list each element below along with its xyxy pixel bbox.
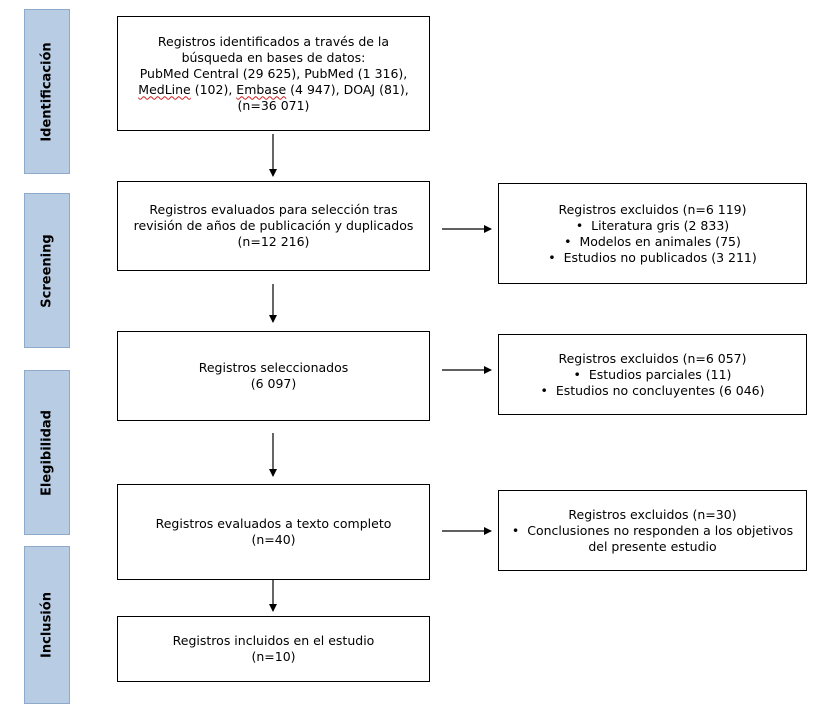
selected-title: Registros seleccionados bbox=[198, 360, 349, 375]
identification-line4: MedLine (102), Embase (4 947), DOAJ (81)… bbox=[118, 82, 429, 98]
excluded-box-3: Registros excluidos (n=30) Conclusiones … bbox=[498, 490, 807, 571]
identification-total: (n=36 071) bbox=[237, 97, 310, 113]
embase-text: Embase bbox=[236, 81, 287, 97]
embase-count: (4 947), DOAJ (81), bbox=[286, 81, 409, 97]
screening-count: (n=12 216) bbox=[237, 234, 310, 249]
phase-inclusion: Inclusión bbox=[24, 546, 70, 704]
screening-line2: revisión de años de publicación y duplic… bbox=[133, 218, 414, 233]
excluded-3-item-line2: del presente estudio bbox=[588, 538, 717, 554]
excluded-1-item-2: Modelos en animales (75) bbox=[499, 234, 806, 250]
excluded-3-title: Registros excluidos (n=30) bbox=[568, 506, 737, 522]
screening-line1: Registros evaluados para selección tras bbox=[149, 202, 398, 217]
excluded-box-1: Registros excluidos (n=6 119) Literatura… bbox=[498, 183, 807, 284]
included-count: (n=10) bbox=[251, 649, 296, 664]
phase-identificacion: Identificación bbox=[24, 9, 70, 174]
excluded-2-title: Registros excluidos (n=6 057) bbox=[558, 350, 747, 366]
excluded-1-item-1: Literatura gris (2 833) bbox=[499, 218, 806, 234]
identification-box: Registros identificados a través de la b… bbox=[117, 16, 430, 131]
identification-line1: Registros identificados a través de la bbox=[157, 33, 390, 49]
included-box: Registros incluidos en el estudio (n=10) bbox=[117, 616, 430, 682]
included-title: Registros incluidos en el estudio bbox=[172, 633, 375, 648]
fulltext-count: (n=40) bbox=[251, 532, 296, 547]
medline-count: (102), bbox=[190, 81, 237, 97]
selected-count: (6 097) bbox=[250, 376, 297, 391]
excluded-3-item-line1: Conclusiones no responden a los objetivo… bbox=[499, 523, 806, 539]
fulltext-box: Registros evaluados a texto completo (n=… bbox=[117, 484, 430, 580]
phase-screening: Screening bbox=[24, 193, 70, 348]
identification-line2: búsqueda en bases de datos: bbox=[181, 49, 366, 65]
selected-box: Registros seleccionados (6 097) bbox=[117, 331, 430, 421]
excluded-1-title: Registros excluidos (n=6 119) bbox=[558, 201, 747, 217]
identification-line3: PubMed Central (29 625), PubMed (1 316), bbox=[139, 65, 408, 81]
phase-elegibilidad: Elegibilidad bbox=[24, 370, 70, 535]
excluded-2-item-2: Estudios no concluyentes (6 046) bbox=[499, 383, 806, 399]
excluded-2-item-1: Estudios parciales (11) bbox=[499, 367, 806, 383]
excluded-box-2: Registros excluidos (n=6 057) Estudios p… bbox=[498, 334, 807, 415]
fulltext-title: Registros evaluados a texto completo bbox=[155, 516, 392, 531]
screening-box: Registros evaluados para selección tras … bbox=[117, 181, 430, 271]
medline-text: MedLine bbox=[138, 81, 191, 97]
excluded-1-item-3: Estudios no publicados (3 211) bbox=[499, 250, 806, 266]
